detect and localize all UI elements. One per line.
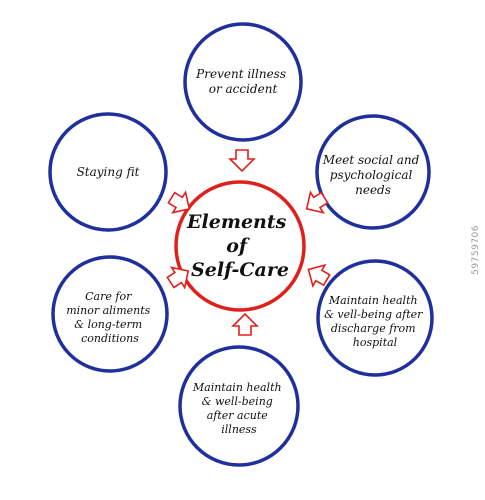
- node-label: Maintain health & vell-being after disch…: [324, 294, 426, 349]
- node-label: Staying fit: [77, 165, 140, 179]
- node-ring: [48, 112, 168, 232]
- node-label: Meet social and psychological needs: [322, 153, 423, 197]
- node-ring: [183, 22, 303, 142]
- center-label: Elements of Self-Care: [186, 211, 293, 281]
- node-ring: [178, 345, 300, 467]
- center-ring: [174, 180, 306, 312]
- node-fit: Staying fit: [48, 112, 168, 232]
- node-label: Maintain health & well-being after acute…: [192, 381, 285, 436]
- arrow-from-social: [299, 186, 332, 220]
- center-node: Elements of Self-Care: [174, 180, 306, 312]
- node-minor: Care for minor aliments & long-term cond…: [51, 255, 169, 373]
- node-prevent: Prevent illness or accident: [183, 22, 303, 142]
- node-ring: [316, 259, 434, 377]
- node-ring: [315, 114, 431, 230]
- node-discharge: Maintain health & vell-being after disch…: [316, 259, 434, 377]
- arrow-from-acute: [232, 313, 258, 336]
- node-ring: [51, 255, 169, 373]
- node-label: Prevent illness or accident: [195, 67, 290, 96]
- node-acute: Maintain health & well-being after acute…: [178, 345, 300, 467]
- watermark: 59759706: [469, 0, 483, 500]
- node-label: Care for minor aliments & long-term cond…: [66, 290, 154, 345]
- watermark-id: 59759706: [471, 225, 481, 275]
- node-social: Meet social and psychological needs: [315, 114, 431, 230]
- arrow-from-prevent: [229, 149, 255, 172]
